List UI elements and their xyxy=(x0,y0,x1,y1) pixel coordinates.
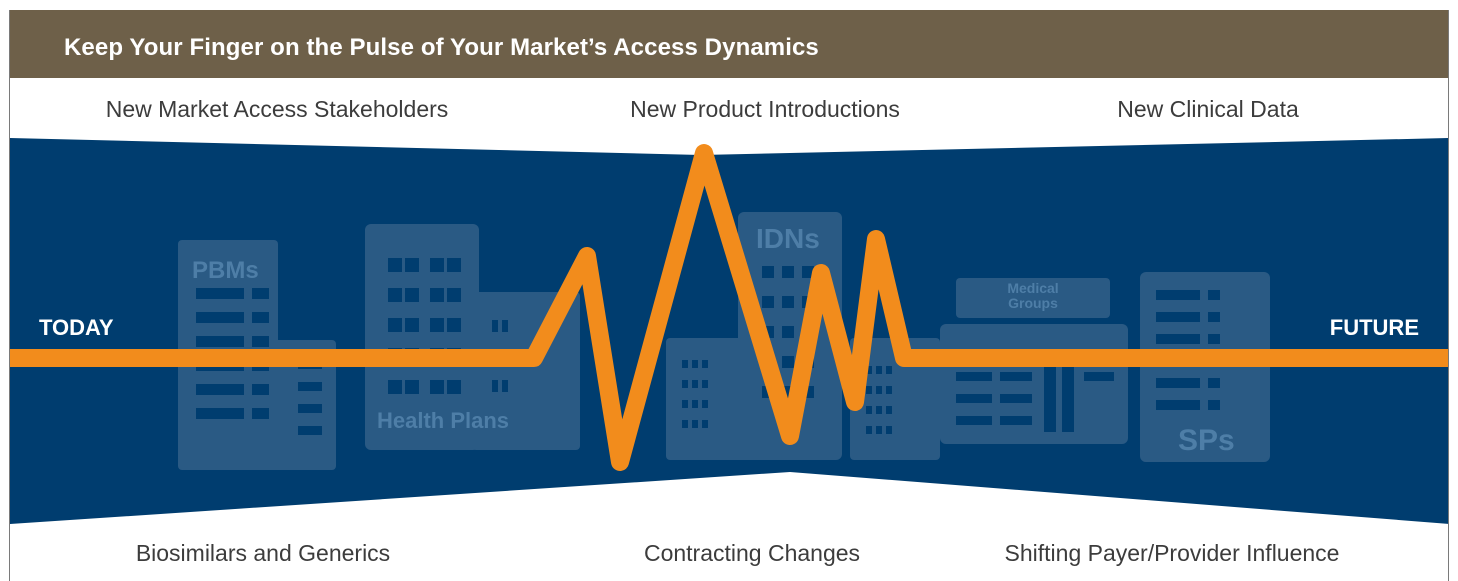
bottom-label-biosimilars: Biosimilars and Generics xyxy=(135,540,391,566)
bottom-label-contracting: Contracting Changes xyxy=(643,540,861,566)
medical-groups-label-2: Groups xyxy=(1008,295,1058,311)
header-bar: Keep Your Finger on the Pulse of Your Ma… xyxy=(10,10,1448,78)
page-title: Keep Your Finger on the Pulse of Your Ma… xyxy=(64,34,819,61)
pbms-label: PBMs xyxy=(192,257,259,284)
pulse-diagram: PBMs Health Plans IDNs Medical Groups SP… xyxy=(10,138,1448,524)
health-plans-label: Health Plans xyxy=(377,408,509,433)
medical-groups-label-1: Medical xyxy=(1007,280,1058,296)
infographic-frame: PBMs Health Plans IDNs Medical Groups SP… xyxy=(9,10,1449,581)
pulse-line xyxy=(10,144,1448,471)
sps-label: SPs xyxy=(1178,424,1235,457)
top-label-product-introductions: New Product Introductions xyxy=(630,96,900,122)
future-label: FUTURE xyxy=(1330,315,1419,340)
top-label-clinical-data: New Clinical Data xyxy=(1117,96,1299,122)
bottom-label-payer-provider: Shifting Payer/Provider Influence xyxy=(1004,540,1340,566)
today-label: TODAY xyxy=(39,315,114,340)
idns-label: IDNs xyxy=(756,223,820,254)
top-label-stakeholders: New Market Access Stakeholders xyxy=(105,96,449,122)
